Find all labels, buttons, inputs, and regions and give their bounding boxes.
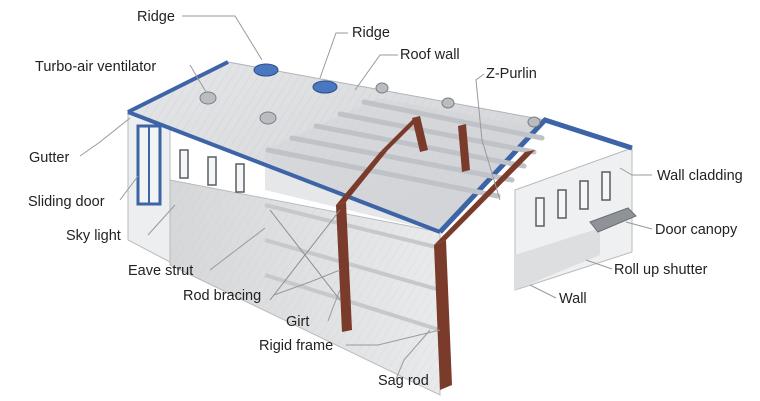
rod-bracing bbox=[269, 209, 341, 301]
label-z-purlin: Z-Purlin bbox=[486, 66, 537, 82]
label-ridge-1: Ridge bbox=[137, 9, 175, 25]
label-wall-cladding: Wall cladding bbox=[657, 168, 743, 184]
ridge-vents bbox=[253, 63, 338, 94]
label-gutter: Gutter bbox=[29, 150, 69, 166]
label-roof-wall: Roof wall bbox=[400, 47, 460, 63]
left-gable-trim bbox=[127, 60, 229, 114]
right-windows bbox=[535, 171, 611, 227]
label-ridge-2: Ridge bbox=[352, 25, 390, 41]
eave-gutter bbox=[127, 110, 441, 234]
label-turbo-air-ventilator: Turbo-air ventilator bbox=[35, 59, 156, 75]
label-door-canopy: Door canopy bbox=[655, 222, 738, 238]
gable-trim bbox=[438, 117, 633, 234]
label-sliding-door: Sliding door bbox=[28, 194, 105, 210]
right-gable-lower bbox=[515, 228, 600, 290]
label-wall: Wall bbox=[559, 291, 587, 307]
girts bbox=[264, 203, 441, 332]
label-eave-strut: Eave strut bbox=[128, 263, 193, 279]
label-sag-rod: Sag rod bbox=[378, 373, 429, 389]
label-rod-bracing: Rod bracing bbox=[183, 288, 261, 304]
label-rigid-frame: Rigid frame bbox=[259, 338, 333, 354]
left-windows bbox=[179, 149, 245, 193]
turbo-ventilators bbox=[199, 82, 541, 128]
label-sky-light: Sky light bbox=[66, 228, 121, 244]
rigid-frames bbox=[336, 116, 535, 390]
label-girt: Girt bbox=[286, 314, 309, 330]
label-roll-up-shutter: Roll up shutter bbox=[614, 262, 708, 278]
door-canopy bbox=[589, 207, 637, 233]
leader-lines bbox=[79, 15, 653, 380]
